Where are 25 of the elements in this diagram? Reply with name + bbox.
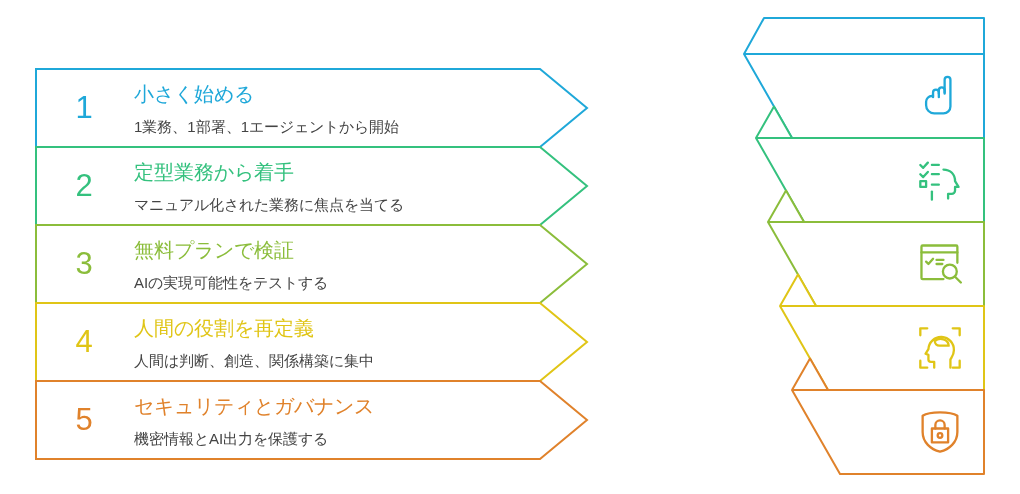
step-panel	[35, 302, 589, 382]
step-description: マニュアル化された業務に焦点を当てる	[134, 196, 404, 214]
step-number: 5	[74, 403, 94, 437]
step-description: 1業務、1部署、1エージェントから開始	[134, 118, 400, 136]
step-number: 3	[74, 247, 94, 281]
step-title: 小さく始める	[134, 82, 254, 106]
step-title: セキュリティとガバナンス	[134, 394, 374, 418]
step-title: 無料プランで検証	[134, 238, 294, 262]
step-description: 機密情報とAI出力を保護する	[134, 430, 329, 448]
funnel-layer	[754, 104, 986, 224]
step-panel	[35, 68, 589, 148]
funnel-layer	[742, 16, 986, 140]
step-title: 人間の役割を再定義	[134, 316, 314, 340]
step-number: 2	[74, 169, 94, 203]
step-panel	[35, 380, 589, 460]
step-panel	[35, 146, 589, 226]
step-title: 定型業務から着手	[134, 160, 294, 184]
funnel-layer	[790, 356, 986, 476]
step-number: 1	[74, 91, 94, 125]
step-description: 人間は判断、創造、関係構築に集中	[134, 352, 374, 370]
step-description: AIの実現可能性をテストする	[134, 274, 329, 292]
step-panel	[35, 224, 589, 304]
funnel-layer	[778, 272, 986, 392]
step-number: 4	[74, 325, 94, 359]
funnel-layer	[766, 188, 986, 308]
